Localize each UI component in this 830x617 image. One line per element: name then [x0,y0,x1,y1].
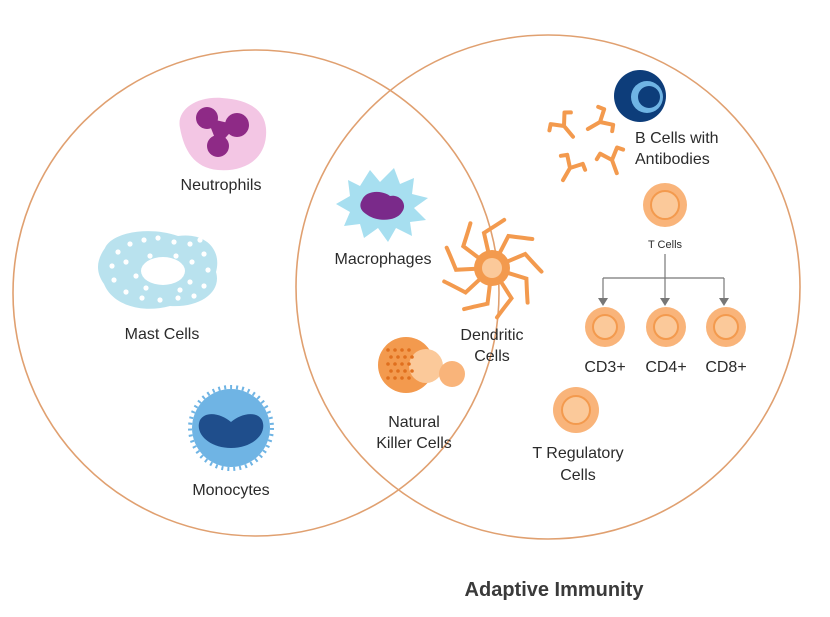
cd4-cell-icon [646,307,686,347]
dendritic-cells-label: Dendritic [460,327,523,344]
macrophages-label: Macrophages [335,251,432,268]
b-cells-label: B Cells with [635,130,719,147]
antibodies-icon [547,104,626,183]
mast-cell-icon [97,231,218,309]
t-regulatory-cell-icon [553,387,599,433]
arrowheads [598,298,729,306]
cd3-cell-icon [585,307,625,347]
monocytes-label: Monocytes [192,482,269,499]
b-cell-icon [614,70,666,122]
macrophage-icon [336,168,428,242]
cd8-cell-icon [706,307,746,347]
b-cells-label-2: Antibodies [635,151,710,168]
neutrophil-icon [179,97,267,171]
t-regulatory-label-2: Cells [560,467,596,484]
cd4-label: CD4+ [645,359,686,376]
cd8-label: CD8+ [705,359,746,376]
mast-cells-label: Mast Cells [125,326,200,343]
natural-killer-label-2: Killer Cells [376,435,452,452]
neutrophils-label: Neutrophils [181,177,262,194]
innate-circle [12,49,500,537]
monocyte-icon [188,385,274,471]
t-cell-icon [643,183,687,227]
t-cell-tree-arrows [602,254,725,300]
adaptive-immunity-caption: Adaptive Immunity [465,579,645,601]
dendritic-cell-icon [442,217,544,320]
natural-killer-label: Natural [388,414,440,431]
natural-killer-cell-icon [378,337,465,393]
dendritic-cells-label-2: Cells [474,348,510,365]
adaptive-circle [295,34,801,540]
t-cells-label: T Cells [648,239,683,251]
t-regulatory-label: T Regulatory [532,445,623,462]
cd3-label: CD3+ [584,359,625,376]
